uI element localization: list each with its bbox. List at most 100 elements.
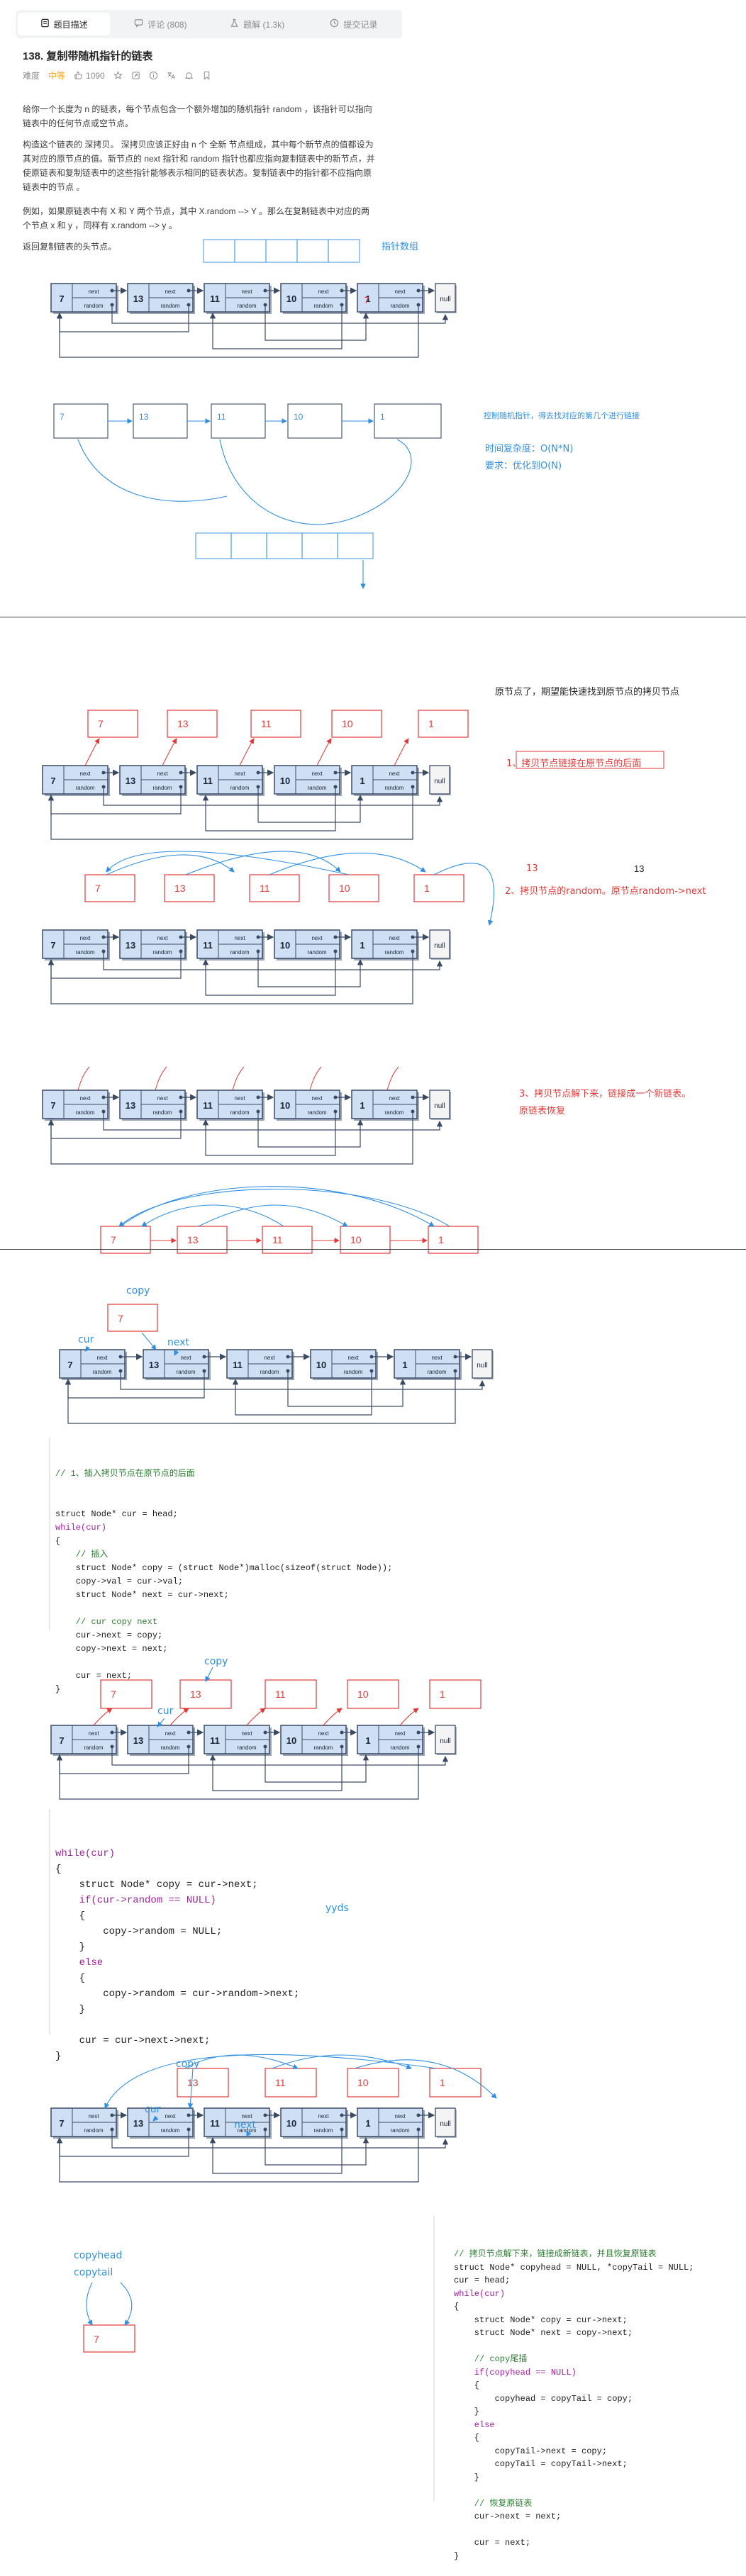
node-pointer-dot [411, 935, 415, 939]
copy-node-value: 7 [111, 1689, 116, 1700]
copy-node-box [100, 1226, 151, 1254]
star-icon[interactable] [113, 71, 123, 80]
like-button[interactable]: 1090 [74, 71, 105, 81]
random-pointer-arrow [48, 1111, 413, 1165]
node-next-label: next [79, 771, 91, 777]
node-value: 11 [210, 1735, 220, 1746]
copy-node-box [84, 874, 135, 902]
detached-link [77, 1066, 90, 1091]
copy-array-value: 1 [380, 412, 385, 422]
node-random-label: random [160, 1745, 179, 1751]
info-icon[interactable] [149, 71, 158, 80]
node-next-label: next [165, 2113, 176, 2119]
copy-array-value: 11 [217, 412, 226, 422]
tab-comments[interactable]: 评论 (808) [114, 13, 206, 35]
random-pointer-arrow [103, 1111, 443, 1131]
copy-node-box [265, 1679, 317, 1709]
copy-node-box [347, 1679, 399, 1709]
node-value: 13 [133, 1735, 143, 1746]
code-line [454, 2524, 694, 2537]
code-line: } [55, 2051, 62, 2062]
code-line: // 恢复原链表 [454, 2498, 533, 2509]
bookmark-icon[interactable] [202, 71, 211, 80]
copy-node-value: 7 [111, 1234, 116, 1245]
description-p1: 给你一个长度为 n 的链表，每个节点包含一个额外增加的随机指针 random ，… [23, 104, 372, 128]
node-pointer-dot [333, 935, 338, 939]
code-line: struct Node* next = copy->next; [454, 2328, 633, 2338]
copy-node-value: 11 [261, 718, 272, 729]
bell-icon[interactable] [184, 71, 194, 80]
tab-solutions[interactable]: 题解 (1.3k) [211, 13, 304, 35]
num13-a: 13 [526, 863, 538, 874]
detached-link [155, 1066, 167, 1091]
description-p2: 构造这个链表的 深拷贝。 深拷贝应该正好由 n 个 全新 节点组成，其中每个新节… [23, 140, 375, 192]
cur-label-1: cur [78, 1334, 94, 1345]
node-next-label: next [241, 289, 252, 295]
copy-node-box [429, 1679, 481, 1709]
copy-node-box [428, 1226, 479, 1254]
null-box [429, 1090, 450, 1119]
code-line: } [55, 2004, 86, 2015]
translate-icon[interactable] [167, 71, 176, 80]
code-line: while(cur) [454, 2288, 506, 2299]
code-line: copyTail = copyTail->next; [454, 2459, 628, 2469]
random-pointer-arrow [48, 951, 413, 1004]
copy-node-value: 10 [339, 883, 350, 894]
code-line: copy->val = cur->val; [55, 1577, 184, 1586]
random-pointer-arrow [257, 951, 364, 987]
node-random-label: random [307, 1109, 326, 1116]
code-line [55, 1602, 392, 1615]
node-next-label: next [234, 935, 245, 941]
node-next-label: next [394, 2113, 406, 2119]
node-value: 7 [59, 293, 64, 304]
random-pointer-arrow [265, 2129, 369, 2166]
share-icon[interactable] [131, 71, 140, 80]
node-random-label: random [75, 1109, 94, 1116]
next-label-3: next [234, 2119, 257, 2131]
node-random-label: random [160, 303, 179, 309]
node-pointer-dot [263, 2113, 267, 2117]
tab-submissions[interactable]: 提交记录 [308, 13, 400, 35]
pointer-array-cell [195, 532, 232, 559]
detached-link [309, 1066, 322, 1091]
pointer-array-cell [234, 239, 267, 263]
code-line [55, 2017, 299, 2033]
copy-link-arrow [239, 738, 255, 766]
copy-array-node [374, 403, 442, 439]
node-random-label: random [75, 785, 94, 791]
random-pointer-arrow [209, 305, 343, 349]
step3-line2: 原链表恢复 [519, 1106, 566, 1116]
node-value: 7 [59, 2118, 64, 2129]
copy-node-box [164, 874, 215, 902]
code-line: cur = cur->next->next; [55, 2035, 211, 2046]
code-line: cur = next; [55, 1671, 133, 1681]
pointer-array-cell [203, 239, 235, 263]
node-next-label: next [389, 1095, 400, 1102]
node-pointer-dot [179, 771, 183, 775]
copy-node-value: 11 [272, 1234, 283, 1245]
code-line: struct Node* next = cur->next; [55, 1590, 229, 1600]
random-pointer-arrow [287, 1371, 406, 1407]
code-block-set-random: while(cur){ struct Node* copy = cur->nex… [55, 1815, 299, 2080]
code-line: copy->random = NULL; [55, 1926, 223, 1937]
node-next-label: next [157, 1095, 168, 1102]
code-line: if(copyhead == NULL) [454, 2367, 577, 2378]
tab-description[interactable]: 题目描述 [18, 13, 111, 35]
copy-node-box [177, 2068, 229, 2098]
node-value: 10 [286, 293, 296, 304]
node-next-label: next [394, 1730, 406, 1737]
tab-bar: 题目描述 评论 (808) 题解 (1.3k) 提交记录 [16, 10, 402, 38]
cur-pointer-arrow [84, 1345, 91, 1352]
copytail-label: copytail [74, 2267, 113, 2278]
null-box [435, 283, 456, 313]
random-target-value: 7 [364, 295, 369, 306]
node-random-label: random [160, 2127, 179, 2134]
null-label: null [440, 2120, 451, 2128]
node-pointer-dot [453, 1355, 457, 1359]
code-line: else [454, 2419, 495, 2430]
node-value: 1 [360, 1100, 364, 1111]
